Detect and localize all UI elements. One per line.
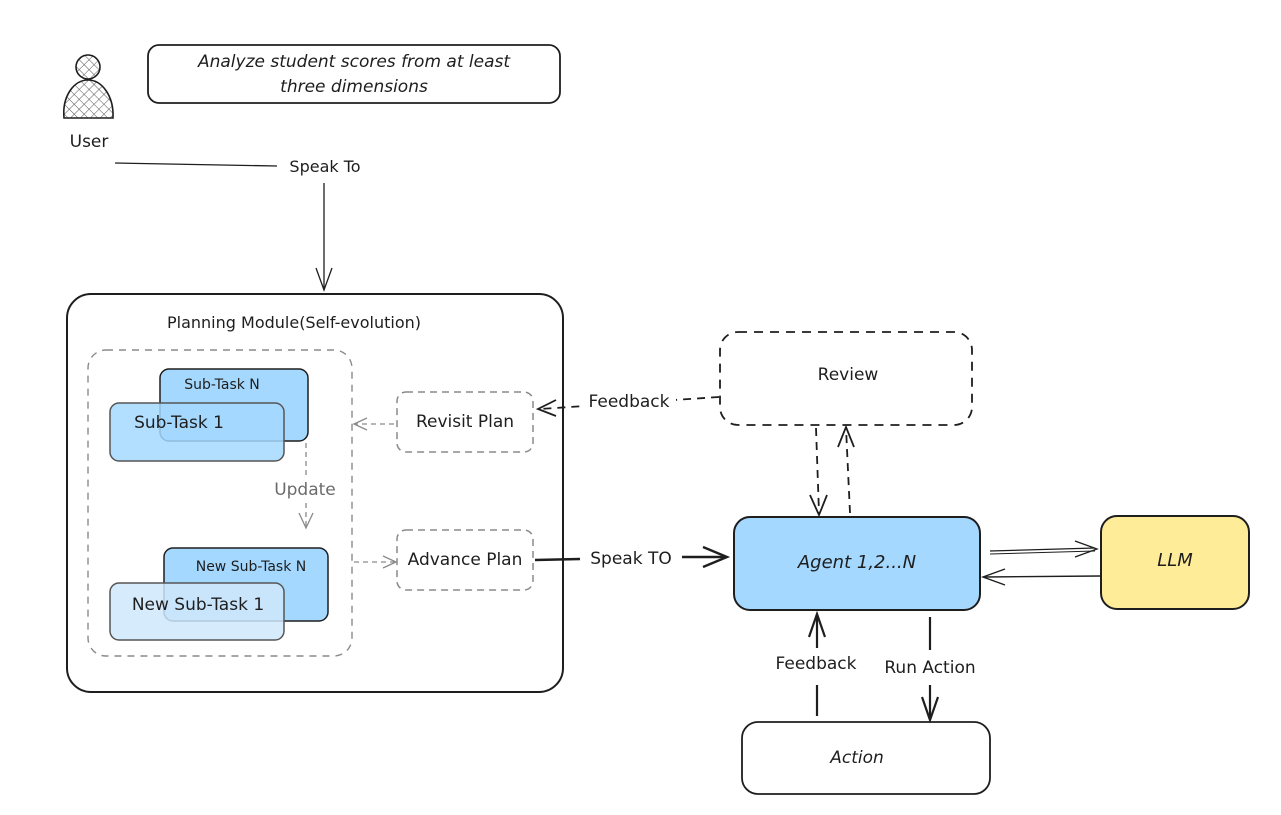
update-arrow: Update (274, 443, 336, 530)
speak-to-agent-arrow: Speak TO (534, 545, 731, 569)
speak-to-label: Speak To (289, 157, 360, 176)
agent-label: Agent 1,2...N (797, 552, 916, 573)
action-node: Action (741, 721, 991, 795)
review-feedback-arrow: Feedback (535, 388, 720, 417)
action-feedback-label: Feedback (776, 654, 857, 674)
prompt-box: Analyze student scores from at least thr… (147, 44, 561, 104)
subtask-1-card (109, 402, 285, 462)
review-to-agent-arrow (809, 427, 828, 518)
action-label: Action (829, 748, 884, 768)
llm-box (1100, 515, 1250, 610)
speak-to-arrow: Speak To (114, 157, 361, 292)
subtask-n-label: Sub-Task N (184, 377, 260, 393)
user-node: User (63, 54, 114, 152)
prompt-line-1: Analyze student scores from at least (197, 52, 511, 72)
agent-to-llm-arrow (989, 540, 1099, 558)
advance-plan-label: Advance Plan (408, 550, 523, 570)
update-label: Update (274, 480, 336, 500)
new-subtask-1-label: New Sub-Task 1 (132, 595, 264, 615)
subtask-group-frame (87, 349, 353, 657)
planning-module-title: Planning Module(Self-evolution) (167, 313, 421, 332)
user-label: User (70, 132, 109, 152)
prompt-line-2: three dimensions (280, 77, 428, 97)
review-node: Review (719, 331, 973, 426)
action-box (741, 721, 991, 795)
action-feedback-arrow: Feedback (776, 610, 857, 716)
speak-to-agent-label: Speak TO (590, 549, 671, 569)
revisit-plan-box (396, 391, 534, 453)
revisit-to-subtasks-arrow (352, 417, 394, 431)
review-feedback-label: Feedback (589, 392, 670, 412)
llm-node: LLM (1100, 515, 1250, 610)
subtasks-to-advance-arrow (354, 555, 398, 569)
prompt-box-frame (147, 44, 561, 104)
agent-box (733, 516, 981, 611)
agent-node: Agent 1,2...N (733, 516, 981, 611)
new-subtask-1-card (109, 582, 285, 641)
run-action-label: Run Action (884, 658, 975, 678)
subtask-1-label: Sub-Task 1 (134, 413, 224, 433)
planning-module: Planning Module(Self-evolution) Sub-Task… (66, 293, 564, 693)
run-action-arrow: Run Action (884, 617, 976, 724)
llm-label: LLM (1157, 550, 1193, 571)
new-subtask-n-label: New Sub-Task N (196, 559, 307, 575)
user-icon (63, 54, 114, 119)
revisit-plan-label: Revisit Plan (416, 412, 514, 432)
advance-plan-box (396, 529, 534, 591)
llm-to-agent-arrow (980, 568, 1102, 586)
agent-to-review-arrow (837, 424, 855, 514)
review-label: Review (818, 365, 879, 385)
